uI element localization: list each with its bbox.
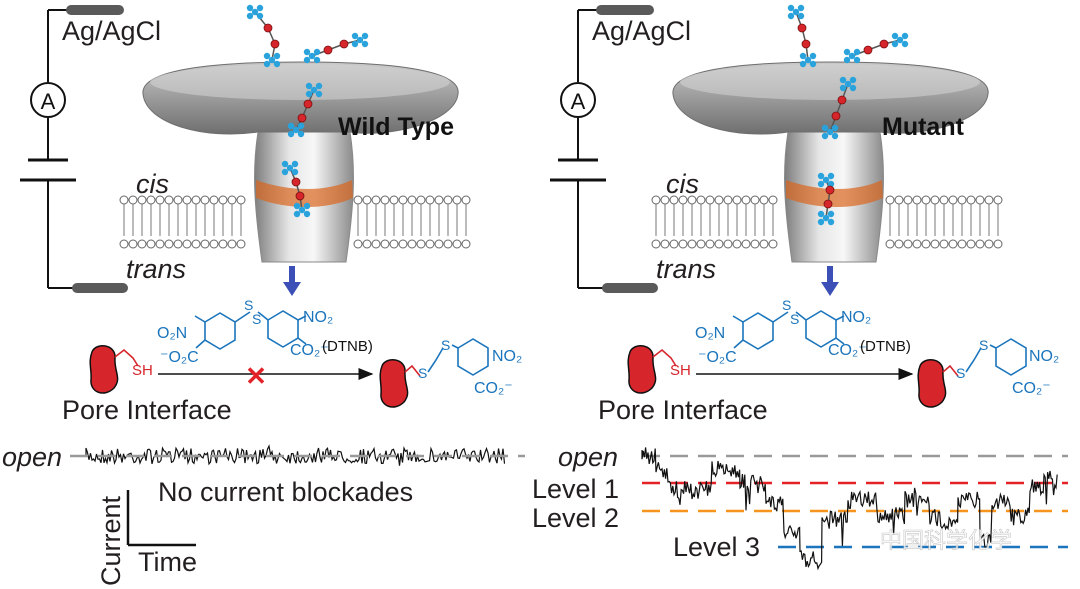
ammeter-symbol: A: [571, 89, 586, 114]
down-arrow-icon: [283, 266, 301, 296]
svg-text:S: S: [441, 337, 450, 353]
level-2-label: Level 2: [532, 503, 619, 533]
protein-blob-icon: [89, 345, 119, 394]
right-circuit: [550, 9, 630, 289]
svg-text:SH: SH: [670, 362, 691, 379]
svg-text:NO₂: NO₂: [303, 309, 333, 326]
protein-blob-icon: [627, 345, 657, 394]
svg-text:S: S: [782, 297, 791, 313]
level-3-label: Level 3: [673, 532, 760, 562]
ammeter-icon: [30, 82, 66, 118]
dye-molecule: [303, 32, 369, 64]
svg-text:S: S: [790, 311, 799, 327]
dye-molecule: [787, 4, 817, 68]
right-reaction-scheme: O₂N ⁻O₂C S S NO₂ CO₂⁻ (DTNB) SH S S NO₂ …: [598, 297, 1059, 425]
svg-text:O₂N: O₂N: [695, 325, 725, 342]
site-label: Pore Interface: [598, 395, 768, 425]
blockade-note: No current blockades: [158, 477, 413, 507]
svg-text:NO₂: NO₂: [841, 309, 871, 326]
trace-open-label: open: [2, 442, 62, 472]
watermark: 中国科学化学: [880, 528, 1012, 553]
nanopore: [142, 61, 459, 263]
bottom-electrode: [72, 283, 128, 293]
left-reaction-scheme: O₂N ⁻O₂C S S NO₂ CO₂⁻ (DTNB) SH ✕ S S NO…: [62, 297, 522, 425]
svg-text:CO₂⁻: CO₂⁻: [474, 380, 513, 397]
bottom-electrode: [602, 283, 658, 293]
ammeter-icon: [560, 82, 596, 118]
svg-text:S: S: [244, 297, 253, 313]
svg-text:S: S: [956, 365, 965, 381]
level-1-label: Level 1: [532, 474, 619, 504]
nanopore: [672, 61, 989, 263]
svg-text:S: S: [979, 337, 988, 353]
dye-molecule: [821, 76, 857, 140]
top-electrode: [66, 5, 124, 15]
protein-blob-icon: [917, 359, 947, 408]
dye-molecule: [817, 172, 835, 226]
lipid-bilayer: [651, 195, 1003, 249]
cis-label: cis: [136, 169, 169, 199]
left-panel: A Ag/AgCl Wild Type cis trans: [2, 4, 525, 586]
svg-text:CO₂⁻: CO₂⁻: [828, 342, 867, 359]
down-arrow-icon: [821, 266, 839, 296]
svg-text:⁻O₂C: ⁻O₂C: [698, 349, 737, 366]
trace-open-label: open: [558, 442, 618, 472]
svg-text:O₂N: O₂N: [157, 325, 187, 342]
lipid-bilayer: [119, 195, 471, 249]
no-reaction-icon: ✕: [245, 361, 267, 391]
x-axis-label: Time: [138, 547, 197, 577]
svg-text:CO₂⁻: CO₂⁻: [1012, 380, 1051, 397]
electrode-label: Ag/AgCl: [62, 16, 161, 46]
trans-label: trans: [656, 254, 716, 284]
dye-molecule: [281, 160, 311, 218]
cis-label: cis: [666, 169, 699, 199]
trans-label: trans: [126, 254, 186, 284]
right-panel: A Ag/AgCl Mutant cis trans: [532, 4, 1068, 571]
svg-text:S: S: [418, 365, 427, 381]
dye-molecule: [246, 4, 281, 68]
reagent-name: (DTNB): [860, 338, 911, 355]
left-current-trace: [70, 444, 525, 466]
svg-text:CO₂⁻: CO₂⁻: [290, 342, 329, 359]
y-axis-label: Current: [96, 495, 126, 586]
svg-text:NO₂: NO₂: [492, 348, 522, 365]
reagent-name: (DTNB): [322, 338, 373, 355]
svg-text:NO₂: NO₂: [1029, 348, 1059, 365]
pore-label: Mutant: [882, 113, 965, 141]
left-circuit: [20, 9, 100, 289]
svg-text:SH: SH: [132, 362, 153, 379]
electrode-label: Ag/AgCl: [592, 16, 691, 46]
svg-text:⁻O₂C: ⁻O₂C: [160, 349, 199, 366]
dye-molecule: [843, 32, 909, 64]
scale-bar: [126, 490, 196, 547]
top-electrode: [596, 5, 654, 15]
right-current-trace: [641, 447, 1068, 571]
svg-text:S: S: [252, 311, 261, 327]
ammeter-symbol: A: [41, 89, 56, 114]
pore-label: Wild Type: [338, 113, 454, 141]
site-label: Pore Interface: [62, 395, 232, 425]
protein-blob-icon: [379, 359, 409, 408]
dye-molecule: [287, 82, 323, 138]
